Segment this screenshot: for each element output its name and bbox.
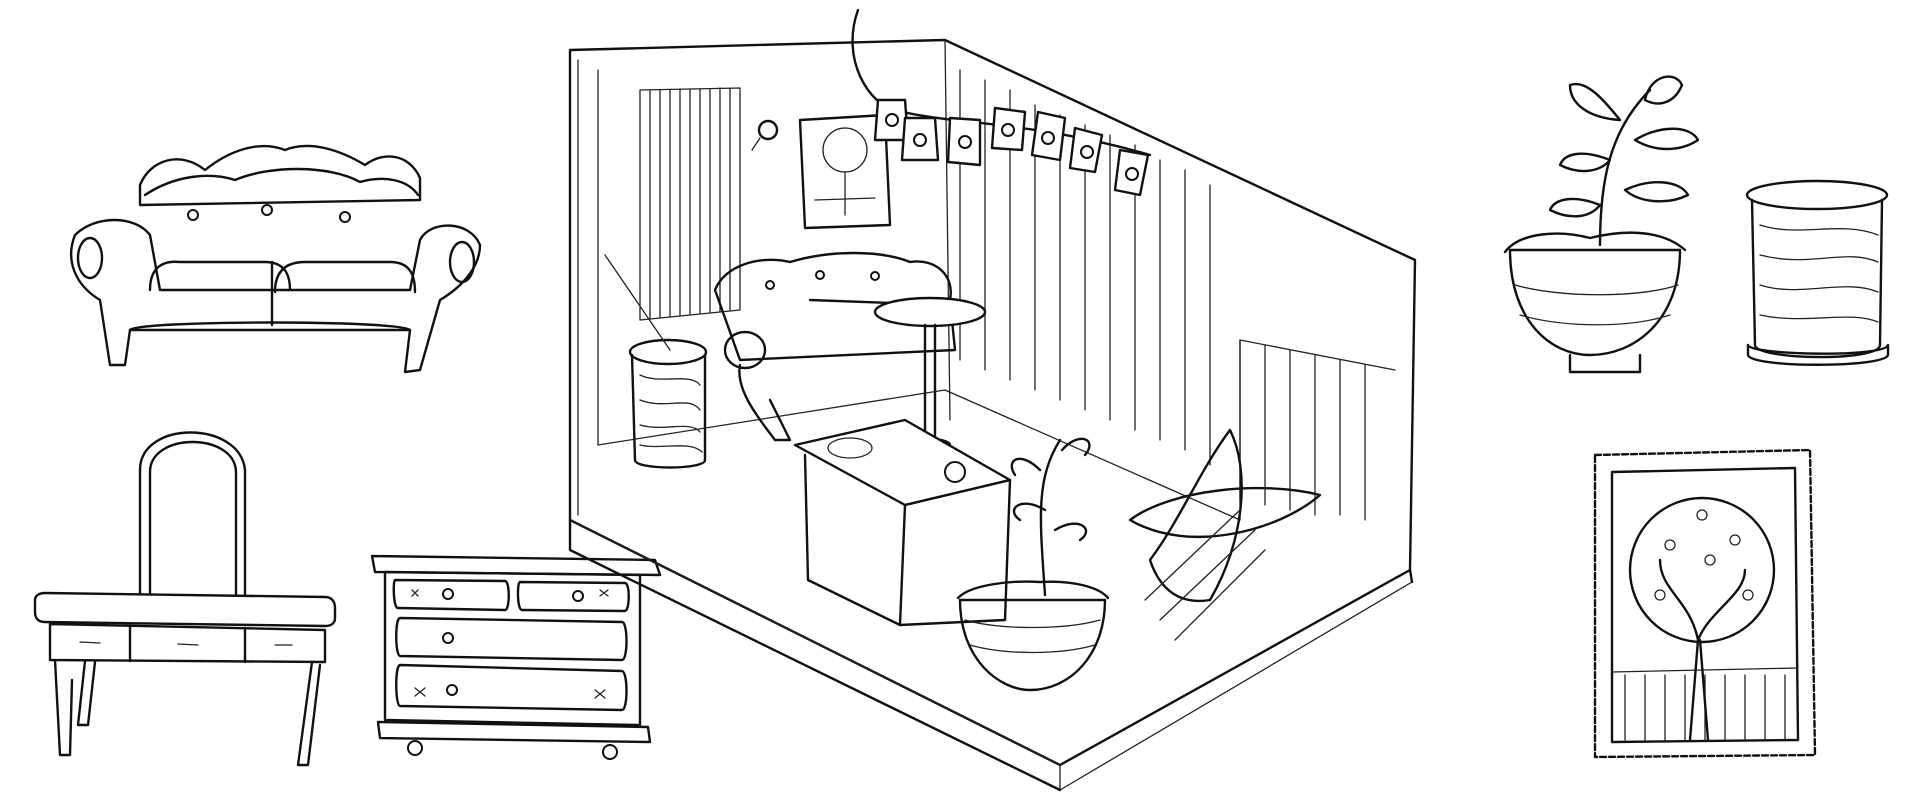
room-sofa <box>713 251 957 442</box>
room-illustration <box>568 8 1417 792</box>
room-potted-plant <box>956 437 1110 692</box>
bunting-garland <box>851 8 1152 197</box>
pushpin-icon <box>751 119 779 151</box>
wallpaper-stripes-right <box>959 69 1366 521</box>
potted-plant-illustration <box>1503 75 1700 374</box>
stamp-frame-illustration <box>1593 448 1817 759</box>
wall-stamp-frame <box>798 113 892 230</box>
thread-spool-illustration <box>1745 179 1890 366</box>
room-floor-leaves <box>1128 428 1322 641</box>
room-spool <box>604 254 708 469</box>
room-side-table <box>873 296 987 453</box>
wallpaper-stripes-left <box>639 87 741 321</box>
sofa-illustration <box>70 144 482 374</box>
vanity-table-illustration <box>33 431 337 767</box>
dresser-illustration <box>370 554 662 760</box>
room-desk <box>793 418 1012 627</box>
